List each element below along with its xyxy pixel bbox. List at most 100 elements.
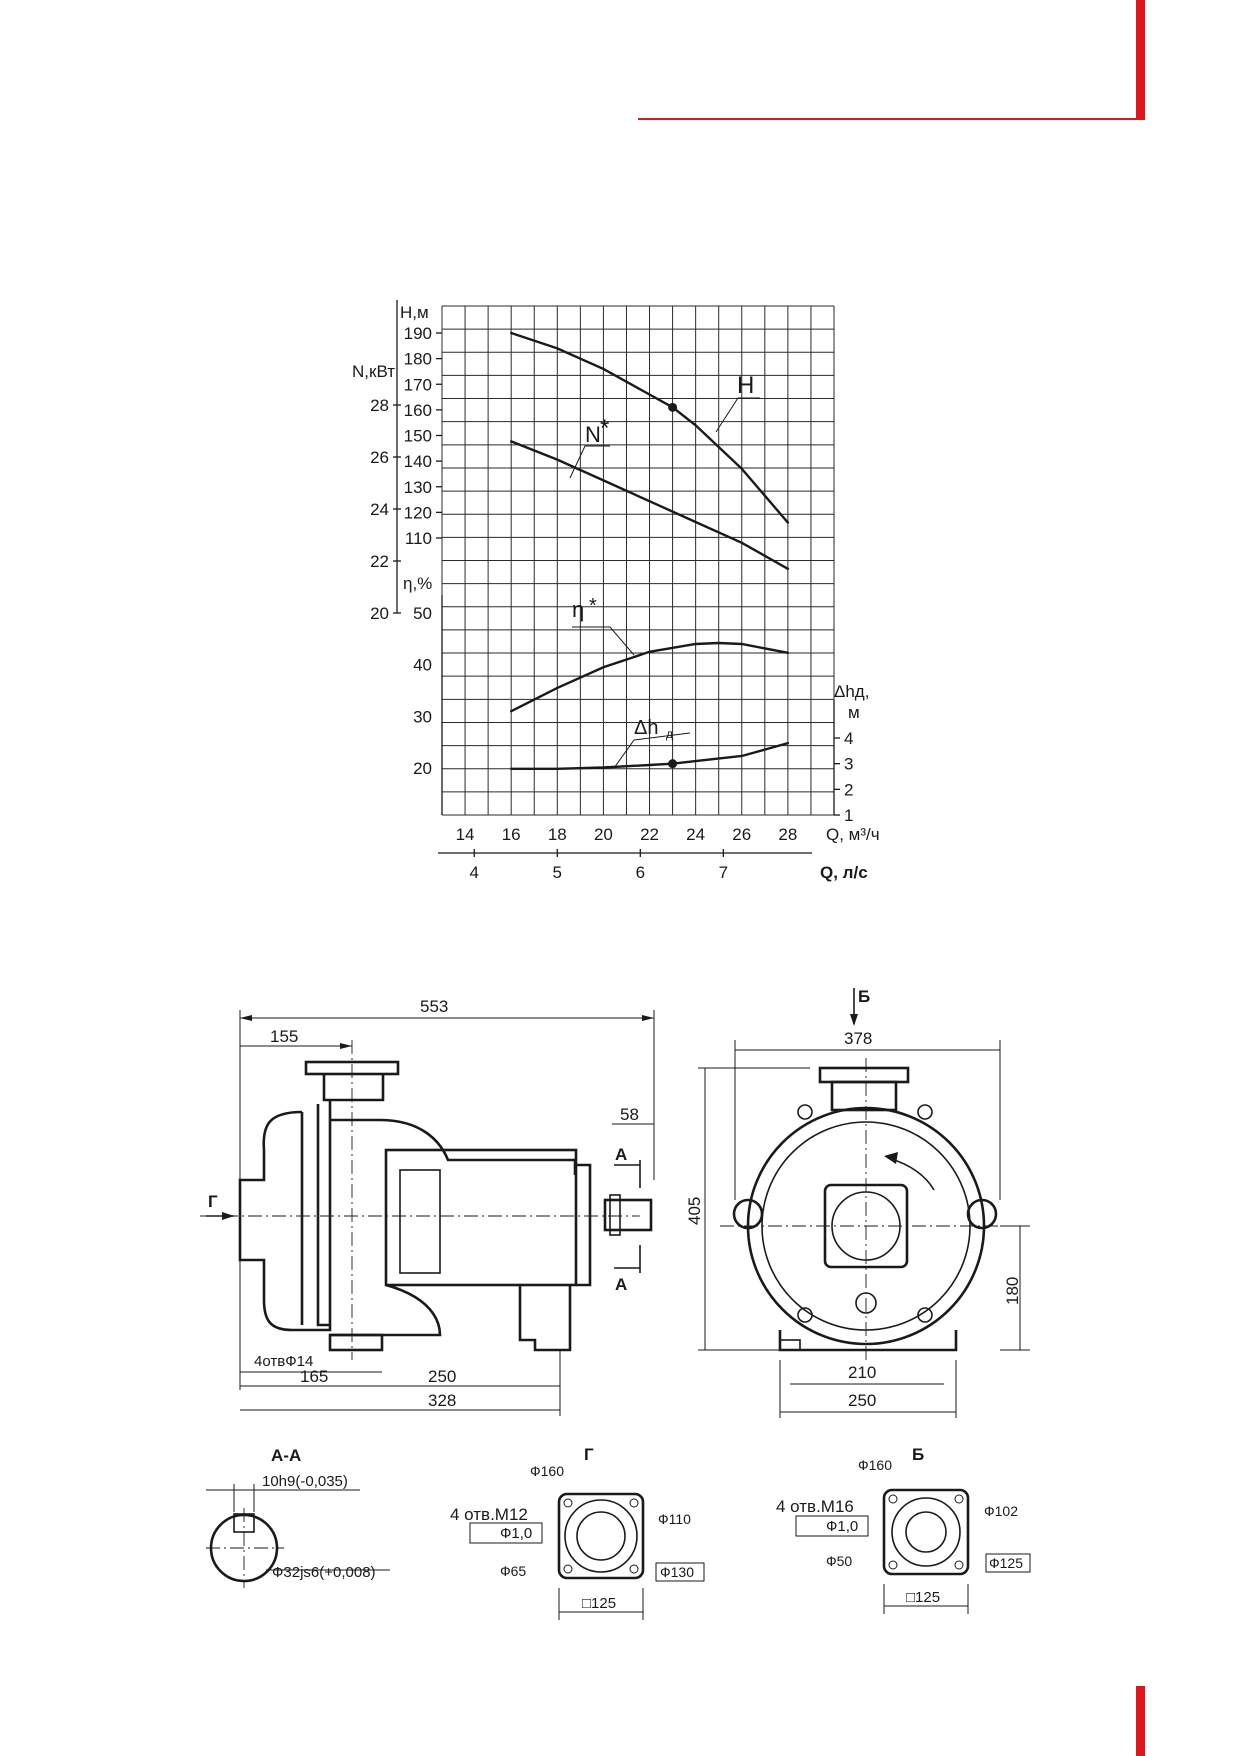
performance-chart: 1101201301401501601701801902022242628203… xyxy=(352,300,880,882)
h-axis-label: Н,м xyxy=(400,303,429,322)
flange-b-tolerance: Ф1,0 xyxy=(826,1518,858,1535)
n-axis-tick-label: 24 xyxy=(370,500,389,519)
x2-axis-tick-label: 4 xyxy=(470,863,479,882)
chart-axes: 1101201301401501601701801902022242628203… xyxy=(370,300,853,882)
dim-58: 58 xyxy=(620,1105,639,1124)
flange-b-detail: Б Ф160 4 отв.М16 Ф1,0 Ф102 Ф50 Ф125 □125 xyxy=(776,1445,1031,1614)
shaft-tolerance: Ф32js6(+0,008) xyxy=(272,1564,376,1581)
marked-point xyxy=(668,759,678,769)
x2-axis-tick-label: 6 xyxy=(636,863,645,882)
h-axis-tick-label: 130 xyxy=(404,478,432,497)
h-axis-tick-label: 150 xyxy=(404,427,432,446)
curve-label-n: N xyxy=(585,422,601,447)
eta-axis-tick-label: 40 xyxy=(413,656,432,675)
dim-378: 378 xyxy=(844,1029,872,1048)
dim-210: 210 xyxy=(848,1363,876,1382)
marked-point xyxy=(668,402,678,412)
curve-label-eta: η xyxy=(572,597,584,622)
eta-axis-tick-label: 50 xyxy=(413,604,432,623)
dim-155: 155 xyxy=(270,1027,298,1046)
dh-axis-label: Δhд, xyxy=(834,682,869,701)
flange-g-d160: Ф160 xyxy=(530,1463,564,1479)
pump-side-view: 553 155 Г А xyxy=(200,997,655,1416)
n-axis-label: N,кВт xyxy=(352,362,395,381)
chart-grid xyxy=(441,305,835,816)
flange-g-d110: Ф110 xyxy=(658,1511,691,1527)
dim-250-side: 250 xyxy=(428,1367,456,1386)
n-axis-tick-label: 20 xyxy=(370,604,389,623)
flange-g-detail: Г Ф160 4 отв.М12 Ф1,0 Ф110 Ф65 Ф130 □125 xyxy=(450,1445,705,1620)
n-axis-tick-label: 26 xyxy=(370,448,389,467)
curve-N xyxy=(510,440,790,570)
curve-label-dh-sub: д xyxy=(666,727,673,741)
h-axis-tick-label: 180 xyxy=(404,350,432,369)
accent-bar-bottom xyxy=(1136,1686,1145,1756)
x-axis-tick-label: 28 xyxy=(778,825,797,844)
flange-g-holes: 4 отв.М12 xyxy=(450,1505,528,1524)
dim-4otv14: 4отвФ14 xyxy=(254,1353,313,1370)
eta-axis-tick-label: 20 xyxy=(413,759,432,778)
h-axis-tick-label: 160 xyxy=(404,401,432,420)
dim-328: 328 xyxy=(428,1391,456,1410)
view-mark-b: Б xyxy=(858,987,870,1006)
x2-axis-tick-label: 5 xyxy=(553,863,562,882)
x-axis-tick-label: 14 xyxy=(456,825,475,844)
leader-eta xyxy=(572,626,635,656)
dim-180: 180 xyxy=(1003,1277,1022,1305)
curve-label-h: H xyxy=(737,372,754,399)
flange-g-title: Г xyxy=(584,1445,594,1464)
page-accents xyxy=(638,0,1145,1756)
x-axis-label: Q, м³/ч xyxy=(826,825,880,844)
x-axis-tick-label: 22 xyxy=(640,825,659,844)
flange-b-d102: Ф102 xyxy=(984,1503,1018,1519)
curve-label-n-star: * xyxy=(600,415,609,442)
pump-front-view: Б 378 405 xyxy=(685,987,1030,1418)
dh-axis-tick-label: 1 xyxy=(844,806,853,825)
eta-axis-tick-label: 30 xyxy=(413,707,432,726)
leader-n xyxy=(569,445,610,479)
dim-405: 405 xyxy=(685,1197,704,1225)
dh-axis-tick-label: 4 xyxy=(844,729,853,748)
section-aa-title: А-А xyxy=(271,1446,301,1465)
accent-bar-top xyxy=(1136,0,1145,120)
leader-h xyxy=(715,397,760,433)
flange-g-square: □125 xyxy=(582,1595,616,1612)
dh-axis-unit: м xyxy=(848,703,860,722)
curve-label-dh: Δh xyxy=(634,717,658,739)
key-tolerance: 10h9(-0,035) xyxy=(262,1473,348,1490)
curve-H xyxy=(510,331,790,524)
flange-b-square: □125 xyxy=(906,1589,940,1606)
eta-axis-label: η,% xyxy=(403,574,432,593)
flange-b-title: Б xyxy=(912,1445,924,1464)
h-axis-tick-label: 110 xyxy=(405,529,432,548)
flange-g-d130: Ф130 xyxy=(660,1564,694,1580)
h-axis-tick-label: 140 xyxy=(404,452,432,471)
flange-b-d160: Ф160 xyxy=(858,1457,892,1473)
view-mark-g: Г xyxy=(208,1192,218,1211)
x-axis-tick-label: 16 xyxy=(502,825,521,844)
n-axis-tick-label: 28 xyxy=(370,396,389,415)
dim-250-front: 250 xyxy=(848,1391,876,1410)
h-axis-tick-label: 120 xyxy=(404,503,432,522)
dh-axis-tick-label: 3 xyxy=(844,755,853,774)
section-mark-a-bottom: А xyxy=(615,1275,627,1294)
flange-g-d65: Ф65 xyxy=(500,1563,526,1579)
x-axis-tick-label: 18 xyxy=(548,825,567,844)
x2-axis-tick-label: 7 xyxy=(719,863,728,882)
dh-axis-tick-label: 2 xyxy=(844,780,853,799)
leader-dh xyxy=(613,732,691,769)
flange-g-tolerance: Ф1,0 xyxy=(500,1525,532,1542)
curve-label-eta-star: * xyxy=(589,595,597,617)
curve-eta xyxy=(510,641,790,713)
curve-dh xyxy=(510,741,790,770)
n-axis-tick-label: 22 xyxy=(370,552,389,571)
flange-b-d50: Ф50 xyxy=(826,1553,852,1569)
section-mark-a-top: А xyxy=(615,1145,627,1164)
x-axis-tick-label: 24 xyxy=(686,825,705,844)
h-axis-tick-label: 190 xyxy=(404,324,432,343)
x-axis-tick-label: 20 xyxy=(594,825,613,844)
dim-553: 553 xyxy=(420,997,448,1016)
chart-curves xyxy=(510,331,790,770)
section-aa: А-А 10h9(-0,035) Ф32js6(+0,008) xyxy=(206,1446,390,1588)
